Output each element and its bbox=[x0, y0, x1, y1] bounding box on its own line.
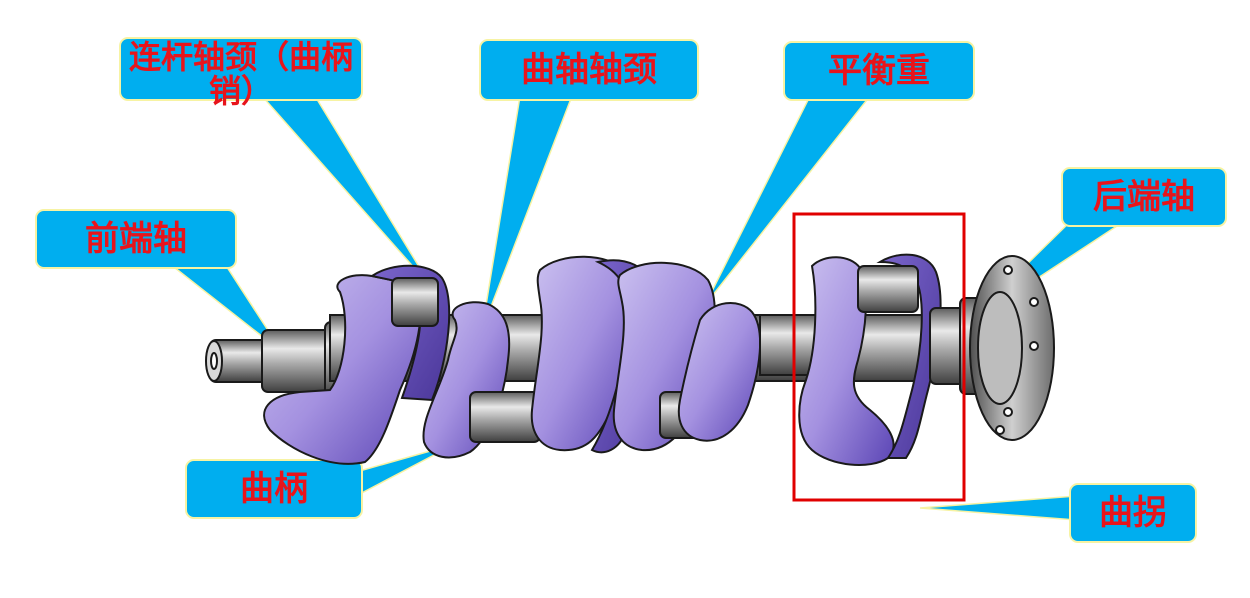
callout-conrod-journal bbox=[119, 37, 433, 289]
label-main-journal: 曲轴轴颈 bbox=[521, 50, 657, 90]
callout-counterweight bbox=[704, 41, 975, 306]
crank-throw-pin bbox=[857, 265, 919, 313]
label-front-shaft: 前端轴 bbox=[85, 219, 187, 259]
crankshaft bbox=[205, 253, 1055, 466]
callout-crank-web bbox=[185, 443, 456, 519]
label-crank-web: 曲柄 bbox=[240, 469, 308, 509]
label-rear-shaft: 后端轴 bbox=[1093, 177, 1195, 217]
front-shaft bbox=[261, 329, 333, 393]
label-crank-throw: 曲拐 bbox=[1099, 493, 1167, 533]
crank-pin-2 bbox=[469, 391, 541, 443]
crank-throw-highlight-box bbox=[792, 212, 966, 502]
crank-web-4 bbox=[677, 301, 762, 442]
crank-pin-1 bbox=[391, 277, 439, 327]
callout-main-journal bbox=[479, 39, 699, 331]
callout-crank-throw bbox=[919, 483, 1197, 543]
label-conrod-journal: 连杆轴颈（曲柄销） bbox=[128, 38, 353, 110]
label-counterweight: 平衡重 bbox=[828, 51, 930, 91]
callout-front-shaft bbox=[35, 209, 283, 353]
